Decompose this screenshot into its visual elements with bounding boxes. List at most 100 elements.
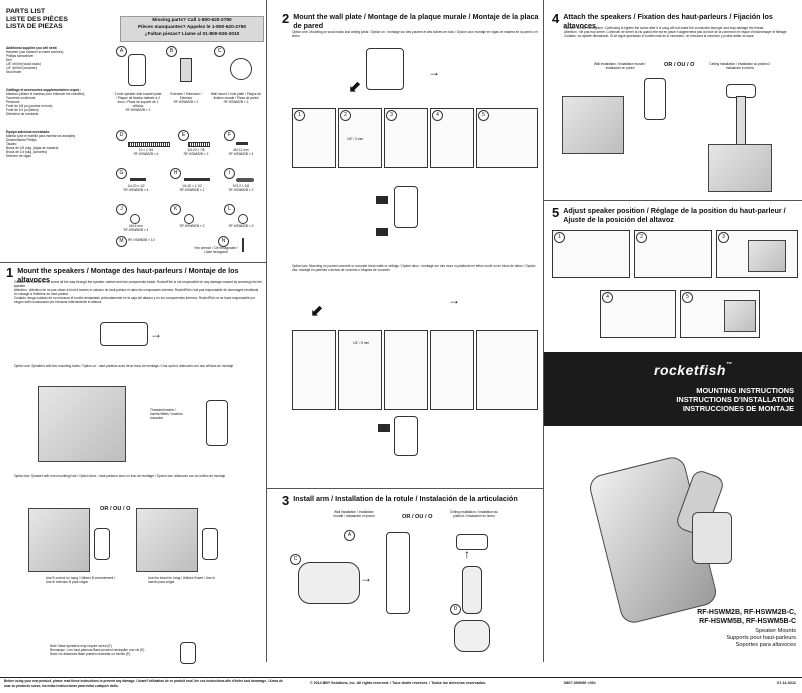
long-screw-icon	[184, 178, 210, 181]
step1-header: 1 Mount the speakers / Montage des haut-…	[6, 266, 262, 284]
step1-note: Note: Base speakers may require screw (E…	[50, 644, 146, 656]
parts-grid: A 2 hole speaker side bracket plate / Pl…	[114, 44, 262, 254]
wall-plate-icon	[394, 416, 418, 456]
caption-right: Use the insert for hang / Utilisez l'ins…	[148, 576, 215, 584]
part-letter: K	[170, 204, 181, 215]
model-numbers: RF-HSWM2B, RF-HSWM2B-C, RF-HSWM5B, RF-HS…	[697, 609, 796, 625]
bolt-icon	[188, 142, 210, 147]
part-letter: A	[116, 46, 127, 57]
step2-option-two: Option two: Mounting on poured concrete …	[292, 264, 536, 272]
speaker-ceiling	[708, 144, 772, 192]
speaker-cabinet	[38, 386, 126, 462]
step-title: Adjust speaker position / Réglage de la …	[563, 206, 786, 224]
footer-version: V1 14-0211	[776, 681, 796, 685]
arrow-up-icon: ↑	[464, 547, 470, 561]
wall-plate-icon	[394, 186, 418, 228]
arm-joint-icon	[454, 620, 490, 652]
step2-frame-5: 5	[476, 108, 538, 168]
section-divider	[266, 488, 543, 489]
bracket-plate-icon	[94, 528, 110, 560]
step1-option-two: Option two: Speaker with one mounting ho…	[14, 474, 226, 478]
or-label: OR / OU / O	[664, 62, 695, 68]
washer-icon	[184, 214, 194, 224]
step1-warnings: Caution: Be careful to not screw all the…	[14, 280, 262, 304]
speaker-cabinet-left	[28, 508, 90, 572]
step2-concrete-frame-5	[476, 330, 538, 410]
step5-header: 5 Adjust speaker position / Réglage de l…	[552, 206, 798, 224]
section-divider	[543, 200, 802, 201]
bracket-plate-icon	[202, 528, 218, 560]
column-divider-1	[266, 0, 267, 662]
step-number: 4	[552, 11, 560, 26]
arrow-right-icon: →	[428, 65, 440, 79]
bracket-plate-icon	[128, 54, 146, 86]
step4-warnings: Caution: Do not overtighten. Continuing …	[564, 26, 788, 38]
arrow-right-icon: →	[150, 327, 162, 341]
cover-panel: rocketfish™ MOUNTING INSTRUCTIONS INSTRU…	[544, 352, 802, 692]
screw-head-icon	[378, 424, 390, 432]
arm-icon	[462, 566, 482, 614]
speaker-cabinet-right	[136, 508, 198, 572]
screw-detail-icon	[180, 642, 196, 664]
footer-code: 6807-000056 <00>	[564, 681, 597, 685]
caption-left: Use B correct for hang / Utilisez B corr…	[46, 576, 116, 584]
step2-concrete-frame-2: 1/4" / 6 mm	[338, 330, 382, 410]
step5-frame-4: 4	[600, 290, 676, 338]
screw-head-icon	[376, 228, 388, 236]
machine-screw-icon	[236, 142, 248, 145]
extender-icon	[180, 58, 192, 82]
brand-logo: rocketfish™	[654, 362, 733, 378]
step-title: Attach the speakers / Fixation des haut-…	[563, 12, 773, 30]
speaker-rotated	[724, 300, 756, 332]
step3-label: C	[290, 554, 301, 565]
step-title: Mount the speakers / Montage des haut-pa…	[17, 266, 239, 284]
step4-header: 4 Attach the speakers / Fixation des hau…	[552, 12, 798, 30]
step-title: Mount the wall plate / Montage de la pla…	[293, 12, 539, 30]
part-letter: F	[224, 130, 235, 141]
arm-icon	[644, 78, 666, 120]
washer-icon	[238, 214, 248, 224]
step-title: Install arm / Installation de la rotule …	[293, 494, 518, 503]
part-letter: D	[116, 130, 127, 141]
footer-copyright: © 2014 BBY Solutions, Inc. All rights re…	[310, 681, 487, 685]
parts-title: PARTS LIST LISTE DES PIÈCES LISTA DE PIE…	[6, 8, 68, 31]
wall-install-label: Wall installation / Installation murale …	[333, 510, 375, 518]
part-label: 2 hole speaker side bracket plate / Plaq…	[114, 92, 162, 112]
part-label: RF-HSWM2B × 2	[228, 224, 254, 228]
part-letter: L	[224, 204, 235, 215]
step2-option-one: Option one: Mounting on wood studs and c…	[292, 30, 538, 38]
supplies-list: Additional supplies you will need: Hamme…	[6, 46, 85, 158]
step5-frame-1: 1	[552, 230, 630, 278]
wall-plate-icon	[366, 48, 404, 90]
step-number: 5	[552, 205, 560, 220]
wall-plate-icon	[230, 58, 252, 80]
cover-subtitles: Speaker Mounts Supports pour haut-parleu…	[726, 628, 796, 648]
step2-concrete-frame-4	[430, 330, 474, 410]
arrow-down-left-icon: ⬋	[310, 303, 324, 320]
part-letter: E	[178, 130, 189, 141]
ceiling-install-label: Ceiling installation / Installation au p…	[709, 62, 771, 70]
step3-label: D	[450, 604, 461, 615]
part-letter: G	[116, 168, 127, 179]
part-letter: H	[170, 168, 181, 179]
part-letter: J	[116, 204, 127, 215]
step3-label: A	[344, 530, 355, 541]
part-letter: I	[224, 168, 235, 179]
cover-heading: MOUNTING INSTRUCTIONS INSTRUCTIONS D'INS…	[676, 386, 794, 413]
screw-icon	[130, 178, 146, 181]
screw-head-icon	[376, 196, 388, 204]
step2-concrete-frame-3	[384, 330, 428, 410]
arm-joint-icon	[298, 562, 360, 604]
threaded-inserts-label: Threaded inserts / Inserts filetés / Ins…	[150, 408, 183, 420]
part-letter: N	[218, 236, 229, 247]
part-label: RF-HSWM2B × 10	[128, 238, 155, 242]
speaker-rotated	[748, 240, 786, 272]
arrow-right-icon: →	[360, 571, 372, 585]
